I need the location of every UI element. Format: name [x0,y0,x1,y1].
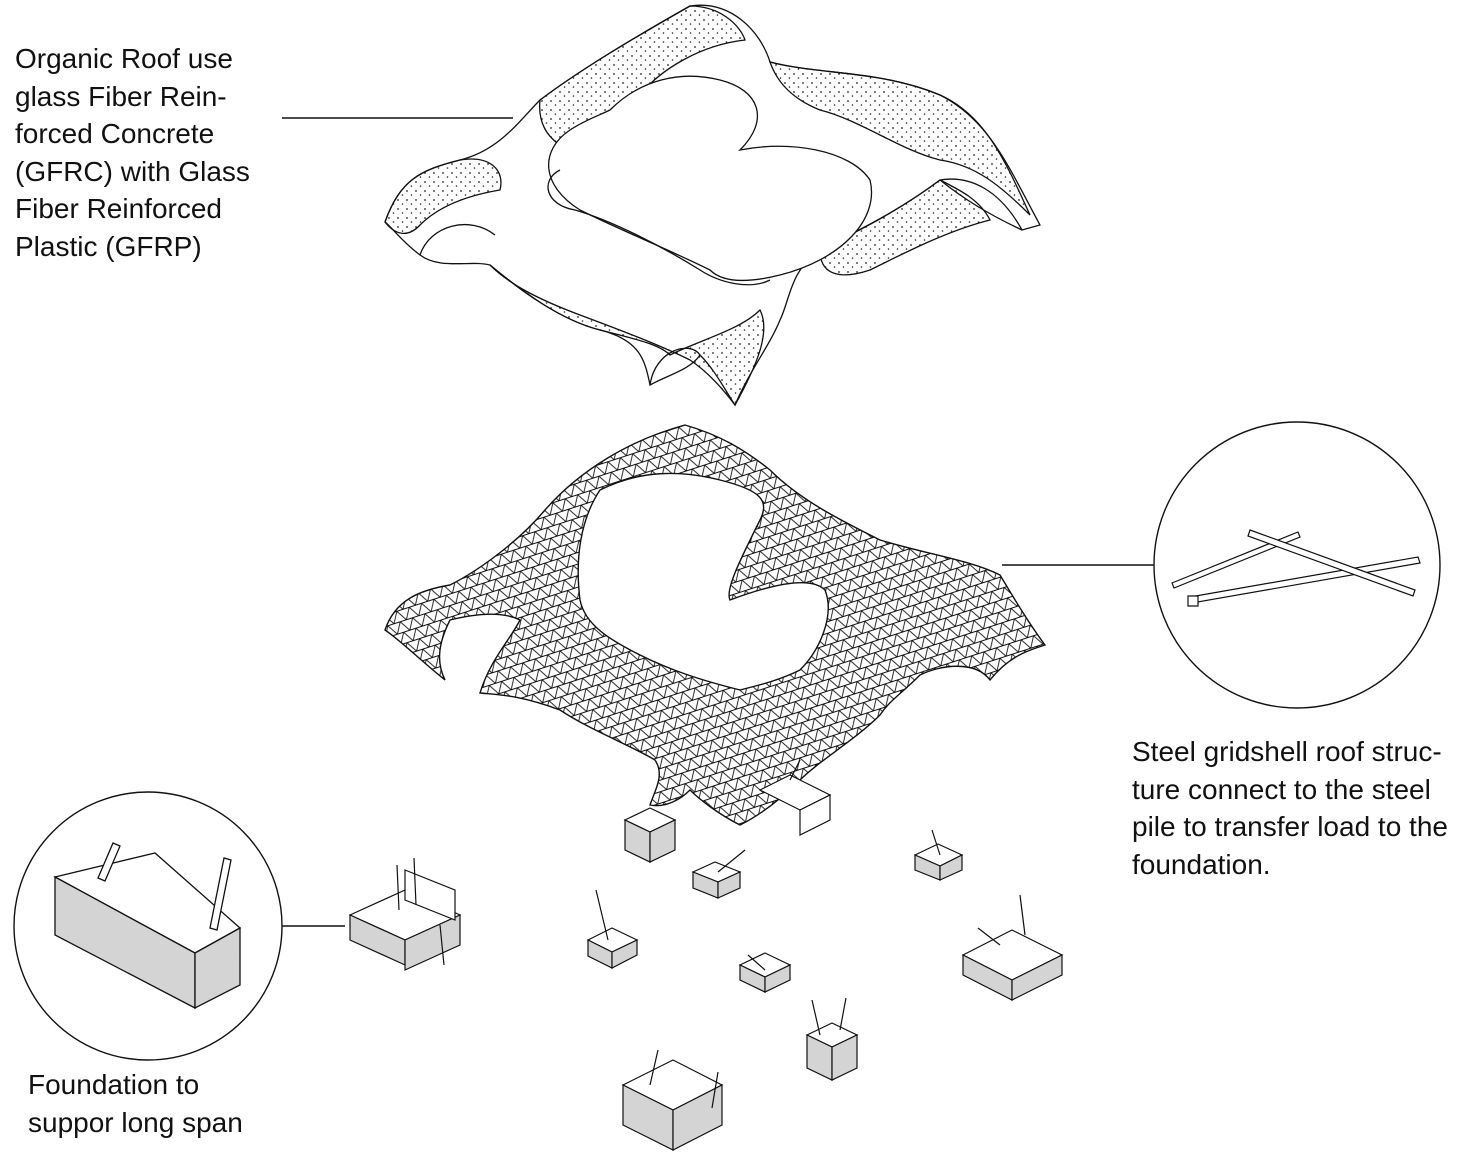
organic-roof-drawing [384,4,1041,407]
gridshell-detail-callout [1002,421,1441,709]
gridshell-annotation: Steel gridshell roof struc- ture connect… [1132,733,1448,883]
steel-gridshell-drawing [384,424,1047,826]
pile-block-4 [691,849,746,899]
gridshell-mesh [384,424,1047,826]
gridshell-annotation-line: Steel gridshell roof struc- [1132,736,1442,767]
pile-block-9 [805,997,859,1081]
pile-block-5 [913,829,964,881]
pile-block-8 [961,894,1064,1001]
pile-block-7 [738,952,792,993]
roof-annotation-line: Fiber Reinforced [15,193,222,224]
gridshell-annotation-line: pile to transfer load to the [1132,811,1448,842]
foundation-annotation-line: Foundation to [28,1069,200,1100]
foundation-detail-callout [13,791,345,1061]
roof-annotation-line: Organic Roof use [15,43,233,74]
gridshell-annotation-line: ture connect to the steel [1132,773,1431,805]
steel-members-detail [1171,529,1421,607]
roof-arch-1 [649,347,701,386]
roof-arch-2 [419,223,496,256]
roof-annotation-line: (GFRC) with Glass [15,155,250,187]
roof-annotation: Organic Roof use glass Fiber Rein- force… [15,40,250,265]
pile-block-3 [758,759,832,836]
foundation-blocks-drawing [348,759,1064,1151]
roof-annotation-line: glass Fiber Rein- [15,80,227,112]
roof-stipple-band-4 [489,264,765,407]
roof-annotation-line: Plastic (GFRP) [15,230,202,262]
roof-arch-3 [939,179,1023,231]
roof-stipple-band-5 [819,179,991,276]
roof-inner-opening [547,75,873,282]
roof-stipple-band-2 [768,61,1031,216]
pile-block-2 [623,807,677,863]
roof-annotation-line: forced Concrete [15,118,215,149]
foundation-beam-detail [53,842,242,1010]
pile-block-1 [348,857,462,971]
roof-stipple-band-3 [384,158,502,234]
roof-inner-curl [547,169,771,286]
foundation-annotation-line: suppor long span [28,1106,243,1138]
gridshell-annotation-line: foundation. [1132,848,1271,880]
foundation-annotation: Foundation to suppor long span [28,1066,243,1141]
pile-block-6 [586,889,639,969]
pile-block-10 [621,1049,724,1151]
